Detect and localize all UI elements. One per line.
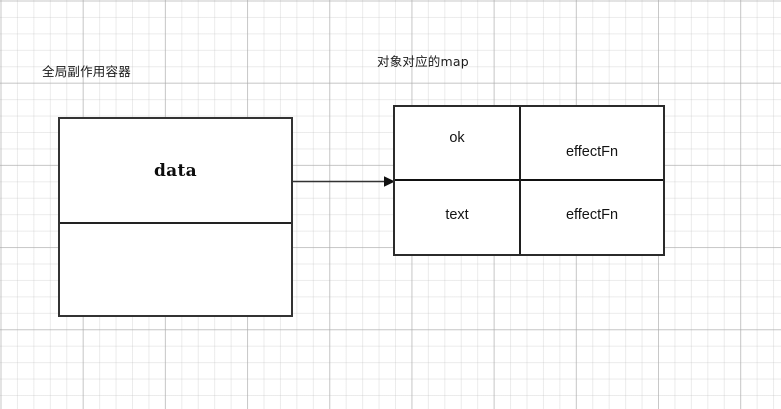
global-effect-container-box: data [58,117,293,317]
map-cell-value-1: effectFn [521,181,663,254]
map-cell-key-0: ok [395,107,521,181]
object-map-table: ok effectFn text effectFn [393,105,665,256]
map-value-1-label: effectFn [565,207,619,223]
map-cell-value-0: effectFn [521,107,663,181]
container-cell-data: data [60,119,291,224]
label-global-effect-container: 全局副作用容器 [42,64,131,79]
container-cell-empty [60,224,291,315]
map-cell-key-1: text [395,181,521,254]
container-cell-data-label: data [154,160,197,181]
map-value-0-label: effectFn [565,144,619,160]
label-object-map: 对象对应的map [377,54,469,69]
map-key-1-label: text [445,207,469,223]
arrow-right-icon [293,176,395,187]
map-key-0-label: ok [449,130,465,146]
